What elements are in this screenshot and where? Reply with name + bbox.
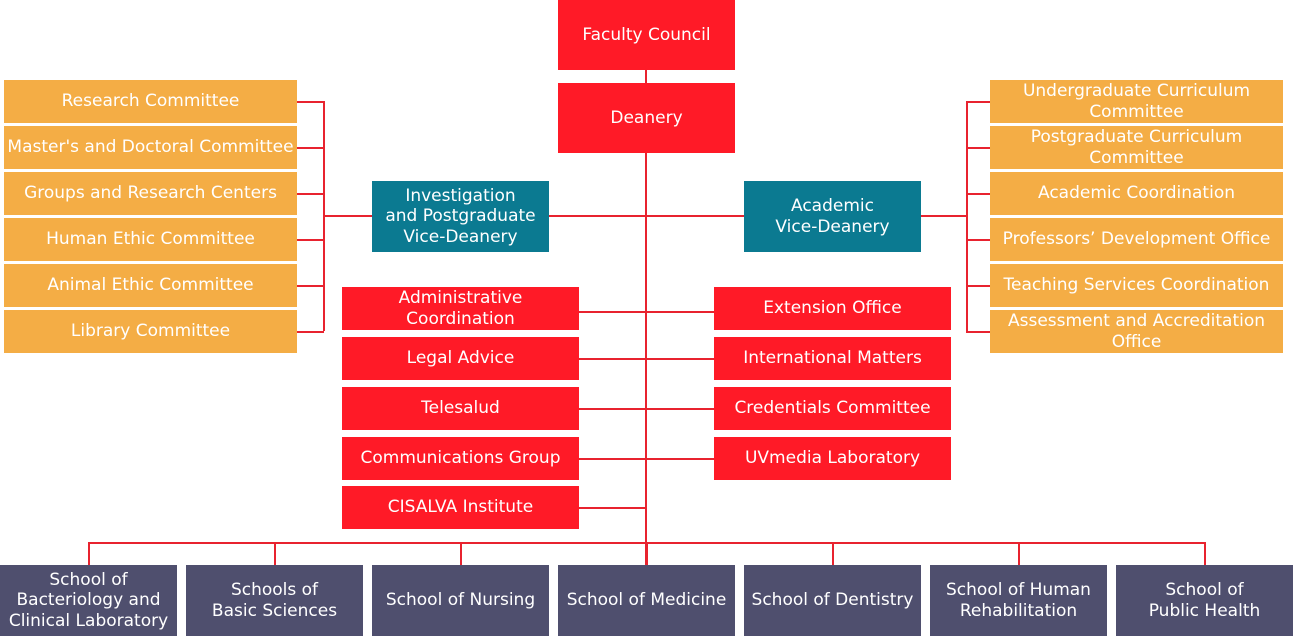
right-committee-label: Professors’ Development Office [1002,229,1271,250]
right-committee-box: Professors’ Development Office [990,218,1283,261]
connector-right-committee-tick [966,147,990,149]
right-committee-label: Postgraduate Curriculum Committee [1030,127,1243,168]
connector-right-committee-tick [966,285,990,287]
right-committee-label: Undergraduate Curriculum Committee [1022,81,1251,122]
connector-offices-row-5 [578,507,646,509]
connector-left-committee-tick [297,285,324,287]
left-office-box: CISALVA Institute [342,486,579,529]
deanery-box: Deanery [558,83,735,153]
connector-left-committee-tick [297,239,324,241]
connector-right-committee-tick [966,101,990,103]
right-committee-label: Teaching Services Coordination [1003,275,1270,296]
right-office-label: Extension Office [763,298,902,319]
connector-school-tick [832,542,834,565]
school-box: School of Medicine [558,565,735,636]
left-committee-label: Groups and Research Centers [24,183,277,204]
connector-right-committees-horizontal [920,215,968,217]
connector-left-committees-vertical [323,101,325,331]
left-office-box: Legal Advice [342,337,579,380]
faculty-council-box: Faculty Council [558,0,735,70]
right-committee-label: Assessment and Accreditation Office [1007,311,1266,352]
school-label: Schools of Basic Sciences [211,580,338,621]
left-committee-label: Research Committee [61,91,240,112]
academic-vice-deanery-label: Academic Vice-Deanery [775,196,890,237]
connector-offices-row-3 [578,408,714,410]
left-committee-label: Master's and Doctoral Committee [7,137,294,158]
connector-left-committee-tick [297,147,324,149]
right-office-box: UVmedia Laboratory [714,437,951,480]
connector-left-committees-horizontal [324,215,373,217]
left-committee-box: Library Committee [4,310,297,353]
connector-school-tick [1018,542,1020,565]
connector-offices-row-1 [578,311,714,313]
right-office-box: Extension Office [714,287,951,330]
academic-vice-deanery-box: Academic Vice-Deanery [744,181,921,252]
connector-left-committee-tick [297,331,324,333]
left-committee-label: Library Committee [70,321,231,342]
school-box: School of Public Health [1116,565,1293,636]
connector-school-tick [646,542,648,565]
right-committee-box: Teaching Services Coordination [990,264,1283,307]
connector-school-tick [274,542,276,565]
left-office-label: Telesalud [421,398,500,419]
school-label: School of Human Rehabilitation [946,580,1091,621]
left-committee-label: Animal Ethic Committee [47,275,254,296]
connector-right-committee-tick [966,331,990,333]
left-committee-label: Human Ethic Committee [46,229,255,250]
connector-offices-row-2 [578,358,714,360]
deanery-label: Deanery [610,107,683,128]
school-box: School of Human Rehabilitation [930,565,1107,636]
school-label: School of Public Health [1148,580,1261,621]
left-office-box: Administrative Coordination [342,287,579,330]
school-label: School of Nursing [385,590,536,611]
left-office-box: Communications Group [342,437,579,480]
connector-school-tick [1204,542,1206,565]
connector-vice-horizontal [549,215,745,217]
faculty-council-label: Faculty Council [582,24,711,45]
investigation-vice-deanery-box: Investigation and Postgraduate Vice-Dean… [372,181,549,252]
left-office-label: Administrative Coordination [398,288,523,329]
school-box: Schools of Basic Sciences [186,565,363,636]
right-committee-box: Assessment and Accreditation Office [990,310,1283,353]
connector-main-vertical [645,70,647,566]
left-committee-box: Animal Ethic Committee [4,264,297,307]
connector-right-committees-vertical [966,101,968,331]
right-office-label: International Matters [743,348,922,369]
connector-left-committee-tick [297,101,324,103]
connector-right-committee-tick [966,239,990,241]
right-office-box: Credentials Committee [714,387,951,430]
right-committee-label: Academic Coordination [1037,183,1235,204]
right-committee-box: Academic Coordination [990,172,1283,215]
left-office-label: Communications Group [360,448,561,469]
right-office-label: UVmedia Laboratory [744,448,921,469]
connector-school-tick [88,542,90,565]
left-office-label: Legal Advice [406,348,515,369]
school-box: School of Nursing [372,565,549,636]
left-committee-box: Master's and Doctoral Committee [4,126,297,169]
school-box: School of Bacteriology and Clinical Labo… [0,565,177,636]
left-committee-box: Groups and Research Centers [4,172,297,215]
right-committee-box: Undergraduate Curriculum Committee [990,80,1283,123]
right-office-label: Credentials Committee [734,398,931,419]
right-office-box: International Matters [714,337,951,380]
school-label: School of Medicine [566,590,727,611]
connector-right-committee-tick [966,193,990,195]
school-box: School of Dentistry [744,565,921,636]
left-committee-box: Research Committee [4,80,297,123]
connector-school-tick [460,542,462,565]
connector-offices-row-4 [578,458,714,460]
connector-left-committee-tick [297,193,324,195]
school-label: School of Bacteriology and Clinical Labo… [8,569,169,631]
investigation-vice-deanery-label: Investigation and Postgraduate Vice-Dean… [385,185,536,247]
left-committee-box: Human Ethic Committee [4,218,297,261]
left-office-box: Telesalud [342,387,579,430]
left-office-label: CISALVA Institute [387,497,534,518]
right-committee-box: Postgraduate Curriculum Committee [990,126,1283,169]
school-label: School of Dentistry [751,590,914,611]
